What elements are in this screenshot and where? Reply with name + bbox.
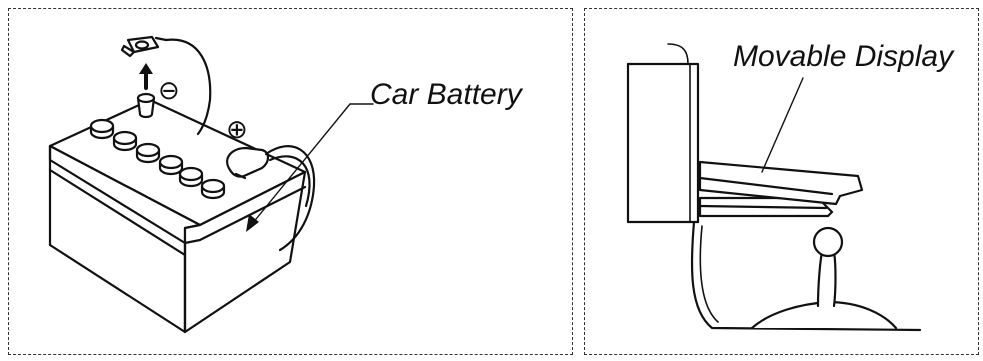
console-lower-wall: [690, 220, 922, 332]
movable-display-unit: [698, 160, 864, 218]
arrow-up-icon: [139, 63, 153, 90]
dashboard-hood-curve: [667, 43, 689, 65]
positive-cable: [264, 145, 316, 252]
cell-cap: [135, 142, 161, 164]
negative-terminal-post: [136, 92, 156, 119]
cell-cap: [89, 118, 115, 140]
console-inner-wall: [699, 225, 719, 323]
gear-shift-lever: [750, 226, 898, 330]
positive-cable-outer: [268, 155, 311, 208]
dashboard-top-edge: [626, 62, 700, 224]
display-base-lip: [698, 204, 828, 210]
cell-cap: [178, 166, 204, 188]
negative-terminal-symbol: ⊖: [158, 76, 180, 106]
gear-stick: [816, 250, 837, 308]
gear-knob: [812, 226, 844, 258]
movable-display-callout: Movable Display: [733, 40, 954, 73]
car-battery-illustration: [48, 98, 307, 334]
battery-callout-arrowhead: [246, 214, 259, 232]
battery-cell-caps: [89, 118, 226, 200]
display-screen-edge: [698, 176, 834, 196]
battery-band-line: [48, 168, 187, 257]
left-panel-frame: [8, 8, 573, 355]
dashboard-upper-panel: [626, 62, 700, 224]
negative-cable: [164, 38, 212, 136]
display-callout-leader: [761, 77, 804, 173]
negative-cable-clamp: [120, 35, 168, 58]
right-panel-frame: [584, 8, 979, 355]
cell-cap: [158, 154, 184, 176]
positive-cable-clamp: [226, 146, 270, 180]
car-battery-callout: Car Battery: [370, 78, 522, 111]
cell-cap: [200, 178, 226, 200]
dashboard-illustration: [626, 43, 922, 332]
battery-callout-leader: [251, 103, 374, 225]
cell-cap: [112, 130, 138, 152]
positive-terminal-symbol: ⊕: [226, 115, 248, 145]
